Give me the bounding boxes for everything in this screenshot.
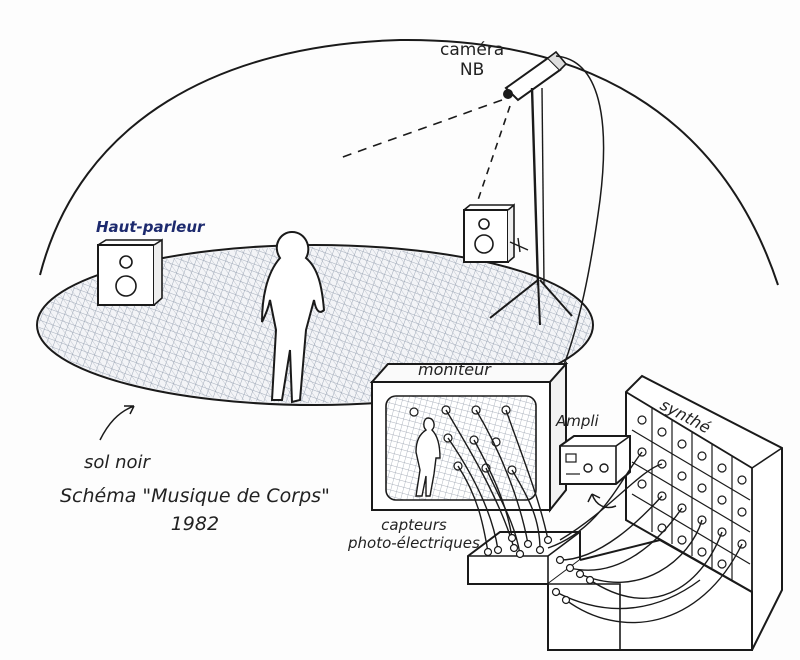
sensors-label-line2: photo-électriques [348,534,480,552]
diagram-title-line2: 1982 [60,510,330,538]
amp-label: Ampli [556,412,599,430]
floor-label: sol noir [84,452,150,473]
floor-pointer [100,406,134,440]
camera-sightline-left [340,100,502,158]
camera-sightline-down [478,106,510,200]
speaker-left [98,240,162,305]
speaker-label: Haut-parleur [96,218,204,236]
sensors-label: capteurs photo-électriques [348,516,480,552]
camera-label-line1: caméra [440,40,504,60]
sensors-label-line1: capteurs [348,516,480,534]
camera-label: caméra NB [440,40,504,80]
monitor [372,364,566,510]
speaker-right [464,205,514,262]
monitor-label: moniteur [418,360,491,379]
diagram-title: Schéma "Musique de Corps" 1982 [60,482,330,538]
camera-label-line2: NB [440,60,504,80]
diagram-title-line1: Schéma "Musique de Corps" [60,482,330,510]
amplifier [560,436,630,484]
